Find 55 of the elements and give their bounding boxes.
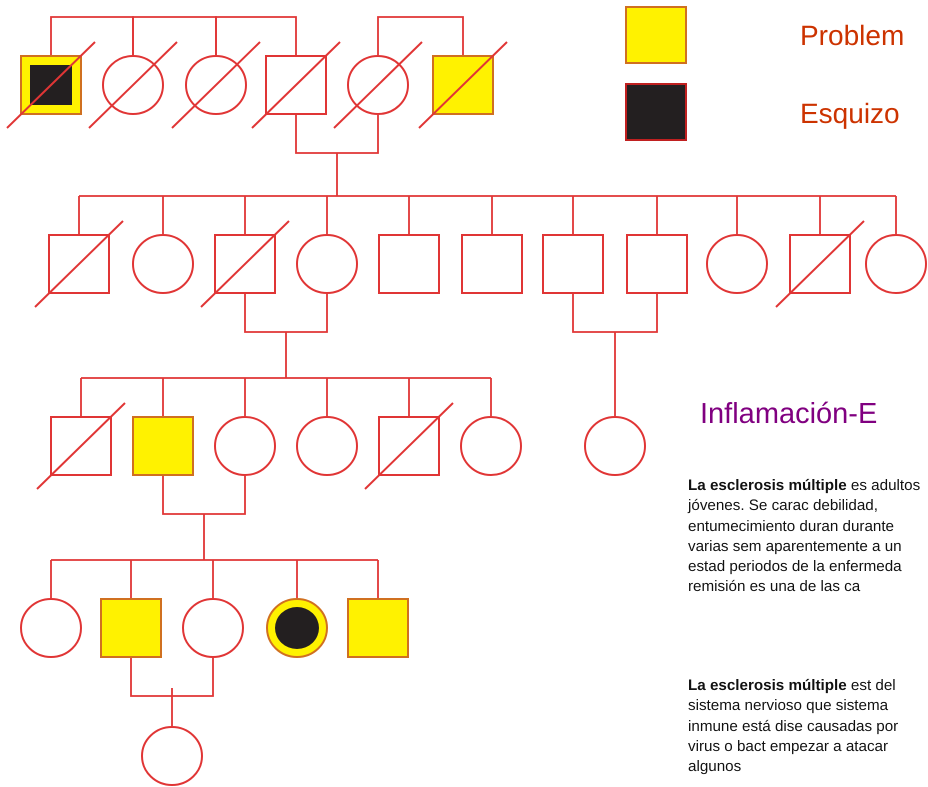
male-square xyxy=(626,234,688,294)
section-heading: Inflamación-E xyxy=(700,398,878,431)
pedigree-line xyxy=(490,378,492,416)
pedigree-line xyxy=(656,196,658,234)
female-circle xyxy=(20,598,82,658)
female-circle xyxy=(296,416,358,476)
pedigree-line xyxy=(377,16,464,55)
pedigree-line xyxy=(895,196,897,234)
pedigree-line xyxy=(78,114,897,197)
pedigree-line xyxy=(130,657,214,727)
pedigree-line xyxy=(326,196,328,234)
legend-label: Esquizo xyxy=(800,98,900,130)
pedigree-line xyxy=(162,378,164,416)
affected-male-square xyxy=(347,598,409,658)
affected-male-square xyxy=(100,598,162,658)
pedigree-line xyxy=(408,196,410,234)
female-circle xyxy=(584,416,646,476)
pedigree-line xyxy=(78,196,80,234)
pedigree-line xyxy=(50,560,52,598)
female-circle xyxy=(296,234,358,294)
female-circle xyxy=(214,416,276,476)
pedigree-line xyxy=(212,560,214,598)
pedigree-line xyxy=(162,196,164,234)
pedigree-line xyxy=(736,196,738,234)
male-square xyxy=(461,234,523,294)
pedigree-line xyxy=(377,560,379,598)
male-square xyxy=(542,234,604,294)
pedigree-line xyxy=(215,16,297,55)
pedigree-line xyxy=(244,196,246,234)
pedigree-line xyxy=(80,378,82,416)
pedigree-line xyxy=(819,196,821,234)
pedigree-line xyxy=(572,196,574,234)
affected-female-circle xyxy=(266,598,328,658)
pedigree-line xyxy=(130,560,132,598)
pedigree-line xyxy=(408,378,410,416)
pedigree-line xyxy=(244,378,246,416)
body-paragraph: La esclerosis múltiple es adultos jóvenes. Se carac debilidad, entumecimiento duran durante varias sem aparentemente a un estad periodos de la enfermeda remisión es una de las ca xyxy=(688,476,922,598)
pedigree-line xyxy=(50,16,134,55)
pedigree-line xyxy=(572,293,658,417)
pedigree-line xyxy=(50,475,379,561)
female-circle xyxy=(706,234,768,294)
pedigree-line xyxy=(326,378,328,416)
pedigree-line xyxy=(80,293,492,379)
pedigree-line xyxy=(296,560,298,598)
legend-label: Problem xyxy=(800,20,904,52)
affected-male-square xyxy=(132,416,194,476)
body-paragraph: La esclerosis múltiple est del sistema nervioso que sistema inmune está dise causadas por virus o bact empezar a atacar algunos xyxy=(688,676,900,778)
female-circle xyxy=(865,234,927,294)
female-circle xyxy=(132,234,194,294)
female-circle xyxy=(141,726,203,786)
female-circle xyxy=(182,598,244,658)
pedigree-line xyxy=(132,16,217,55)
female-circle xyxy=(460,416,522,476)
pedigree-line xyxy=(491,196,493,234)
male-square xyxy=(378,234,440,294)
